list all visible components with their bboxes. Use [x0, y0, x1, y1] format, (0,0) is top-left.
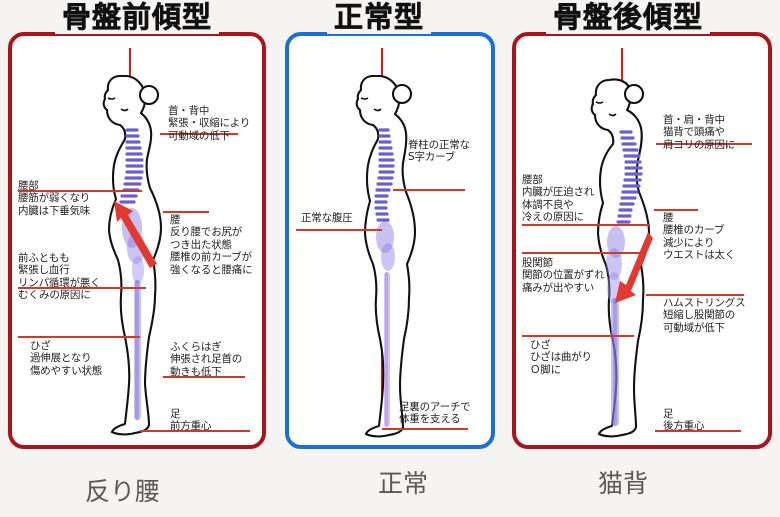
annotation-neck-back: 首・背中 緊張・収縮により 可動域の低下: [168, 105, 251, 142]
figure-posterior-pelvic-tilt: [590, 48, 653, 438]
leader-line-neck-back: [160, 133, 238, 135]
annotation-lowerback-organs: 腰部 腰筋が弱くなり 内臓は下垂気味: [18, 180, 91, 217]
leader-line-knee-3: [522, 335, 634, 337]
leader-line-waist-3: [654, 209, 698, 211]
figure-normal-posture: [355, 48, 417, 438]
panel-title-normal: 正常型: [327, 2, 432, 34]
leader-line-foot-3: [655, 430, 741, 432]
leader-line-calf: [163, 376, 245, 378]
caption-posterior: 猫背: [598, 471, 649, 498]
annotation-knee: ひざ 過伸展となり 傷めやすい状態: [30, 340, 103, 377]
annotation-waist: 腰 反り腰でお尻が つき出た状態 腰椎の前カーブが 強くなると腰痛に: [170, 214, 253, 276]
annotation-hip-joint: 股関節 関節の位置がずれ 痛みが出やすい: [522, 257, 605, 294]
leader-line-lowerback-organs: [522, 224, 650, 226]
annotation-abdominal-pressure: 正常な腹圧: [301, 212, 353, 224]
leader-line-foot: [140, 430, 250, 432]
panel-title-anterior: 骨盤前傾型: [55, 2, 220, 34]
annotation-waist-3: 腰 腰椎のカーブ 減少により ウエストは太く: [663, 212, 736, 262]
leader-line-front-thigh: [18, 287, 146, 289]
leader-line-hip-joint: [522, 252, 646, 254]
annotation-foot: 足 前方重心: [170, 408, 212, 433]
annotation-neck-shoulder-back: 首・肩・背中 猫背で頭痛や 肩コリの原因に: [663, 114, 736, 151]
caption-normal: 正常: [378, 471, 429, 498]
annotation-spine-s-curve: 脊柱の正常な S字カーブ: [408, 139, 470, 164]
annotation-knee-3: ひざ ひざは曲がり Ｏ脚に: [530, 339, 592, 376]
leader-line-knee: [18, 336, 140, 338]
leader-line-s-curve: [393, 189, 465, 191]
leader-line-lowerback: [18, 190, 142, 192]
annotation-front-thigh: 前ふともも 緊張し血行 リンパ循環が悪く むくみの原因に: [18, 252, 101, 302]
annotation-calf: ふくらはぎ 伸張され足首の 動きも低下: [170, 341, 243, 378]
leader-line-neck-shoulder-back: [656, 143, 752, 145]
caption-anterior: 反り腰: [85, 479, 161, 506]
panel-title-posterior: 骨盤後傾型: [546, 2, 711, 34]
leader-line-abdominal-pressure: [296, 229, 382, 231]
annotation-foot-arch: 足裏のアーチで 体重を支える: [399, 401, 471, 426]
leader-line-foot-arch: [382, 428, 468, 430]
leader-line-hamstrings: [646, 294, 744, 296]
annotation-hamstrings: ハムストリングス 短縮し股関節の 可動域が低下: [663, 297, 746, 334]
annotation-foot-3: 足 後方重心: [663, 408, 705, 433]
leader-line-waist: [163, 211, 209, 213]
annotation-lowerback-organs-3: 腰部 内臓が圧迫され 体調不良や 冷えの原因に: [522, 174, 595, 224]
